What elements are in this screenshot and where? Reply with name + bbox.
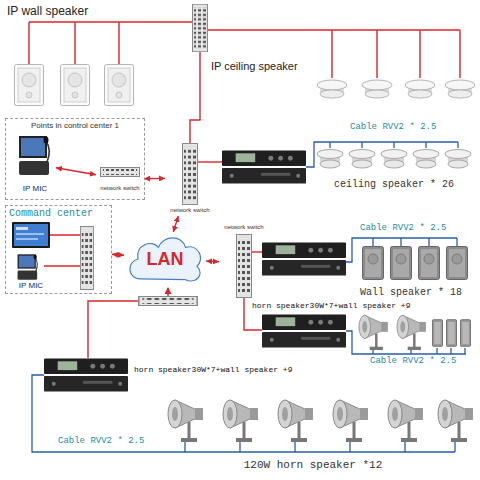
network-switch-icon [183, 143, 198, 204]
network-link [144, 178, 165, 180]
cloud-outline [130, 238, 201, 281]
ip-ceiling-speaker-icon [362, 80, 392, 98]
cable-label: Cable RVV2 * 2.5 [350, 123, 436, 133]
ip-wall-speaker-icon [61, 65, 90, 106]
wall-speaker-icon [447, 247, 468, 280]
network-link [206, 260, 219, 262]
node-label: LAN [147, 249, 184, 270]
wall-speaker-icon [363, 247, 384, 280]
network-switch-icon [80, 227, 93, 290]
ceiling-speaker-icon [381, 150, 407, 169]
wire [208, 30, 460, 78]
amplifier-icon [222, 150, 306, 183]
wall-speaker-icon [446, 320, 456, 347]
speaker-group: ceiling speaker * 26 [312, 136, 476, 192]
speaker-group: 120W horn speaker *12 [150, 392, 476, 474]
node-label: network switch [170, 207, 209, 214]
node-label: network switch [224, 224, 263, 231]
network-switch-icon [193, 4, 208, 51]
speaker-group: IP wall speaker [4, 3, 130, 109]
ip-wall-speaker-icon [105, 65, 134, 106]
amplifier-icon [262, 314, 346, 347]
node-label: IP wall speaker [7, 5, 88, 19]
ip-ceiling-speaker-icon [405, 80, 435, 98]
network-wire [29, 22, 460, 358]
speaker-cable [32, 142, 466, 452]
network-switch-icon [101, 168, 140, 177]
node-label: Wall speaker * 18 [360, 287, 462, 299]
node-label: network switch [100, 185, 139, 192]
network-switch: network switch [219, 222, 269, 304]
ceiling-speaker-icon [317, 150, 343, 169]
amplifier-icon [262, 242, 346, 275]
server-screen-icon [12, 222, 50, 248]
ceiling-speaker-icon [413, 150, 439, 169]
horn-speaker-icon [397, 315, 426, 350]
network-link [56, 168, 96, 175]
node-label: ceiling speaker * 26 [334, 179, 454, 191]
network-switch-icon [139, 297, 198, 306]
wall-speaker-icon [419, 247, 440, 280]
horn-speaker-icon [359, 315, 388, 350]
amplifier-label: horn speaker30W*7+wall speaker +9 [134, 366, 292, 375]
node-label: IP MIC [23, 184, 47, 193]
node-label: Points in control center 1 [31, 121, 119, 130]
horn-speaker-icon [278, 400, 313, 442]
ip-mic-device: IP MIC [14, 133, 56, 195]
ip-ceiling-speaker-icon [317, 80, 347, 98]
horn-speaker-icon [223, 400, 258, 442]
wall-speaker-icon [460, 320, 470, 347]
node-label: Command center [9, 208, 93, 220]
ip-wall-speaker-icon [15, 65, 44, 106]
wire [88, 301, 138, 358]
network-link [173, 216, 178, 232]
wire [29, 22, 192, 64]
wall-speaker-icon [432, 320, 442, 347]
lan-cloud: LAN [124, 232, 206, 286]
horn-speaker-icon [333, 400, 368, 442]
horn-speaker-icon [438, 400, 473, 442]
speaker-group: IP ceiling speaker [208, 58, 476, 104]
ceiling-speaker-icon [349, 150, 375, 169]
wire [190, 52, 200, 143]
network-link [112, 254, 124, 255]
horn-speaker-icon [168, 400, 203, 442]
ip-mic-device: IP MIC [10, 252, 52, 292]
network-switch: network switch [165, 140, 215, 216]
horn-speaker-icon [388, 400, 423, 442]
amplifier-icon [44, 358, 128, 391]
ip-mic-icon [19, 136, 49, 175]
cable [306, 142, 458, 167]
wire [198, 161, 222, 162]
node-label: IP ceiling speaker [211, 60, 298, 73]
ceiling-speaker-icon [445, 150, 471, 169]
node-label: 120W horn speaker *12 [244, 459, 383, 472]
speaker-group: Wall speaker * 18 [352, 236, 476, 300]
control-point-box: Points in control center 1 IP MIC network … [5, 118, 145, 200]
network-switch-icon [237, 235, 252, 298]
network-switch: network switch [96, 164, 144, 194]
command-center-box: Command center IP MIC [5, 205, 112, 294]
cable-label: Cable RVV2 * 2.5 [58, 437, 144, 447]
ip-ceiling-speaker-icon [445, 80, 475, 98]
cable-label: Cable RVV2 * 2.5 [370, 357, 456, 367]
wire [167, 288, 168, 296]
cable-label: Cable RVV2 * 2.5 [360, 224, 446, 234]
ip-mic-icon [18, 254, 38, 279]
node-label: IP MIC [19, 281, 43, 290]
amplifier-label: horn speaker30W*7+wall speaker +9 [252, 302, 410, 311]
wire [252, 251, 262, 252]
wall-speaker-icon [391, 247, 412, 280]
